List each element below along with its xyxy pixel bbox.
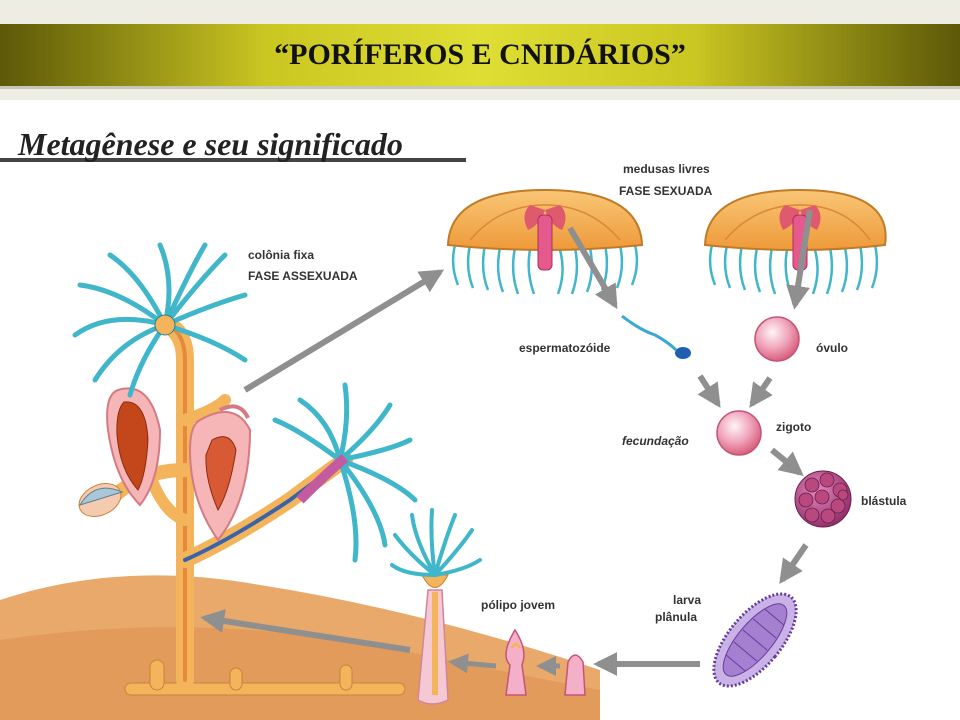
planula-larva: [712, 592, 798, 688]
subtitle-underline: [0, 158, 466, 162]
settled-larva: [564, 654, 586, 696]
arrow-medusa-to-sperm: [567, 226, 618, 310]
gonangium-left: [106, 387, 162, 507]
label-planula: plânula: [655, 610, 698, 624]
arrow-medusa-to-ovum: [786, 209, 813, 310]
young-polyp: [390, 508, 482, 705]
label-colonia-fixa: colônia fixa: [248, 248, 315, 262]
medusa-left: [446, 188, 644, 295]
zygote: [716, 410, 762, 456]
arrow-polyp-to-colony: [200, 609, 411, 653]
page-title: “PORÍFEROS E CNIDÁRIOS”: [274, 38, 686, 71]
gonangium-right: [188, 404, 252, 542]
label-fase-assexuada: FASE ASSEXUADA: [248, 269, 358, 283]
sperm-cell: [621, 314, 691, 359]
label-espermatozoide: espermatozóide: [519, 341, 611, 355]
label-polipo-jovem: pólipo jovem: [481, 598, 556, 612]
section-subtitle: Metagênese e seu significado: [18, 126, 403, 162]
closed-polyp: [78, 483, 124, 517]
colony-base: [124, 659, 406, 696]
label-blastula: blástula: [861, 494, 907, 508]
medusa-right: [703, 188, 887, 295]
arrow-young-to-polyp: [448, 653, 497, 674]
header-divider: [0, 86, 960, 89]
arrow-ovum-to-zygote: [749, 376, 773, 408]
arrow-colony-to-medusa: [243, 269, 445, 393]
label-larva: larva: [673, 593, 702, 607]
arrow-blastula-to-larva: [779, 543, 809, 584]
label-ovulo: óvulo: [816, 341, 848, 355]
blastula: [794, 470, 852, 528]
label-medusas-livres: medusas livres: [623, 162, 710, 176]
label-fase-sexuada: FASE SEXUADA: [619, 184, 713, 198]
header-bar: [0, 24, 960, 86]
arrow-zygote-to-blastula: [770, 447, 804, 477]
label-fecundacao: fecundação: [622, 434, 689, 448]
arrow-sperm-to-zygote: [697, 374, 721, 409]
sand-shadow: [0, 627, 600, 720]
ovum: [754, 316, 800, 362]
label-zigoto: zigoto: [776, 420, 812, 434]
polyp-tentacles-right: [272, 382, 418, 563]
young-polyp-bud: [505, 628, 527, 696]
header-banner: [0, 0, 960, 100]
